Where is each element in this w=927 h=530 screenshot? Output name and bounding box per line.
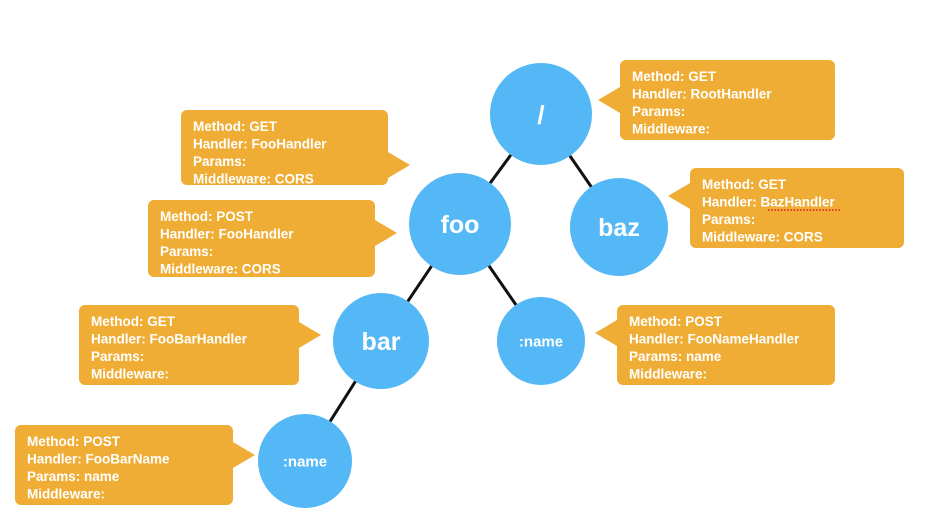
node-root-label: / bbox=[537, 100, 544, 130]
node-bar[interactable]: bar bbox=[333, 293, 429, 389]
node-baz-label: baz bbox=[598, 214, 640, 242]
node-bar_name-label: :name bbox=[283, 454, 327, 471]
nodes-layer: / foo baz bar :name :name bbox=[258, 63, 668, 508]
callout-bar-get-line-3: Params: bbox=[91, 349, 144, 364]
callout-root-get-line-1: Method: GET bbox=[632, 69, 717, 84]
callout-barname-post-line-2: Handler: FooBarName bbox=[27, 452, 170, 467]
callout-foo-get-line-1: Method: GET bbox=[193, 119, 278, 134]
callout-foo-post-line-3: Params: bbox=[160, 244, 213, 259]
node-baz-circle bbox=[570, 178, 668, 276]
callout-baz-get-tail bbox=[668, 183, 690, 209]
callout-barname-post-line-3: Params: name bbox=[27, 469, 120, 484]
node-bar_name-circle bbox=[258, 414, 352, 508]
node-foo_name[interactable]: :name bbox=[497, 297, 585, 385]
edges-layer bbox=[328, 153, 593, 423]
callout-foo-post-line-1: Method: POST bbox=[160, 209, 254, 224]
callout-fooname-post-tail bbox=[595, 320, 617, 346]
tree-edge-root-to-foo bbox=[488, 153, 513, 185]
tree-edge-root-to-baz bbox=[568, 154, 593, 189]
callout-bar-get-line-4: Middleware: bbox=[91, 367, 169, 382]
callout-fooname-post-line-2: Handler: FooNameHandler bbox=[629, 332, 800, 347]
callout-fooname-post-line-1: Method: POST bbox=[629, 314, 723, 329]
callout-foo-get-tail bbox=[388, 152, 410, 178]
callout-fooname-post-line-3: Params: name bbox=[629, 349, 722, 364]
node-bar_name[interactable]: :name bbox=[258, 414, 352, 508]
callout-bar-get-body bbox=[79, 305, 299, 385]
callout-root-get-line-3: Params: bbox=[632, 104, 685, 119]
node-foo-circle bbox=[409, 173, 511, 275]
callout-foo-post-tail bbox=[375, 220, 397, 246]
callout-bar-get-tail bbox=[299, 322, 321, 348]
tree-edge-foo-to-bar bbox=[406, 264, 434, 303]
callout-root-get-line-2: Handler: RootHandler bbox=[632, 87, 772, 102]
node-baz[interactable]: baz bbox=[570, 178, 668, 276]
callout-baz-get-body bbox=[690, 168, 904, 248]
callout-root-get-tail bbox=[598, 87, 620, 113]
callout-baz-get-line-4: Middleware: CORS bbox=[702, 230, 823, 245]
callout-foo-post-line-2: Handler: FooHandler bbox=[160, 227, 294, 242]
callout-bar-get-line-2: Handler: FooBarHandler bbox=[91, 332, 248, 347]
callout-fooname-post-line-4: Middleware: bbox=[629, 367, 707, 382]
callout-bar-get[interactable]: Method: GET Handler: FooBarHandlerParams:… bbox=[79, 305, 321, 385]
node-foo[interactable]: foo bbox=[409, 173, 511, 275]
callout-fooname-post-body bbox=[617, 305, 835, 385]
tree-edge-foo-to-foo_name bbox=[487, 264, 518, 307]
callout-foo-post-body bbox=[148, 200, 375, 277]
callout-barname-post-line-1: Method: POST bbox=[27, 434, 121, 449]
callout-root-get-body bbox=[620, 60, 835, 140]
callout-barname-post-body bbox=[15, 425, 233, 505]
node-foo-label: foo bbox=[441, 211, 480, 239]
tree-edge-bar-to-bar_name bbox=[328, 379, 358, 423]
callout-foo-get-line-3: Params: bbox=[193, 154, 246, 169]
node-bar-circle bbox=[333, 293, 429, 389]
node-bar-label: bar bbox=[362, 328, 401, 356]
callout-baz-get-line-3: Params: bbox=[702, 212, 755, 227]
node-foo_name-circle bbox=[497, 297, 585, 385]
callout-baz-get-line-2: Handler: BazHandler bbox=[702, 195, 836, 210]
callout-foo-get-body bbox=[181, 110, 388, 185]
callout-foo-get-line-2: Handler: FooHandler bbox=[193, 137, 327, 152]
node-root[interactable]: / bbox=[490, 63, 592, 165]
callout-barname-post-tail bbox=[233, 442, 255, 468]
callout-foo-get-line-4: Middleware: CORS bbox=[193, 172, 314, 187]
callout-foo-post-line-4: Middleware: CORS bbox=[160, 262, 281, 277]
node-foo_name-label: :name bbox=[519, 334, 563, 351]
callout-bar-get-line-1: Method: GET bbox=[91, 314, 176, 329]
callout-fooname-post[interactable]: Method: POST Handler: FooNameHandlerParam… bbox=[595, 305, 835, 385]
callout-barname-post-line-4: Middleware: bbox=[27, 487, 105, 502]
callout-root-get-line-4: Middleware: bbox=[632, 122, 710, 137]
callout-baz-get-line-1: Method: GET bbox=[702, 177, 787, 192]
node-root-circle bbox=[490, 63, 592, 165]
